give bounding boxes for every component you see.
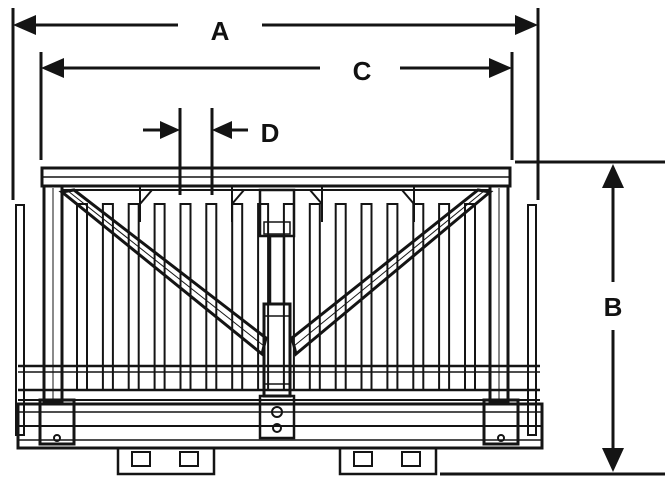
tine	[76, 203, 88, 391]
dimension-d: D	[143, 108, 279, 195]
header-gussets	[139, 186, 415, 222]
dimension-c-right-arrowhead	[489, 58, 512, 78]
bottom-left-bolt	[53, 434, 61, 442]
dimension-b: B	[440, 160, 665, 476]
tine	[231, 203, 244, 391]
tine	[386, 203, 399, 391]
dimension-a-left-arrowhead	[13, 15, 36, 35]
gusset-4	[401, 186, 415, 222]
dimension-b-bottom-arrowhead	[602, 448, 624, 472]
tine	[308, 203, 321, 391]
left-mount-bracket	[116, 446, 216, 476]
left-diagonal-brace	[58, 188, 268, 357]
dimension-a-label: A	[211, 16, 230, 46]
tine	[412, 203, 425, 391]
dimension-d-left-arrowhead	[160, 121, 180, 139]
dimension-b-top-arrowhead	[602, 164, 624, 188]
outer-left-post	[15, 204, 25, 436]
dimension-c: C	[39, 52, 514, 160]
cylinder-top-clevis	[263, 221, 291, 235]
tine	[179, 203, 192, 391]
outer-right-post	[527, 204, 537, 436]
cylinder-base-mount	[258, 394, 296, 440]
bottom-left-corner-block	[38, 398, 76, 446]
right-diagonal-brace	[290, 188, 494, 357]
gusset-3	[309, 186, 323, 222]
dimension-c-left-arrowhead	[41, 58, 64, 78]
dimension-d-label: D	[261, 118, 280, 148]
tine-group	[76, 203, 476, 391]
dimension-a: A	[11, 8, 540, 200]
dimension-b-label: B	[604, 292, 623, 322]
frame-left-upright	[42, 184, 64, 404]
frame-right-upright	[488, 184, 510, 404]
right-mount-bracket	[338, 446, 438, 476]
gusset-1	[139, 186, 153, 222]
bottom-right-corner-block	[482, 398, 520, 446]
dimension-d-right-arrowhead	[212, 121, 232, 139]
dimension-c-label: C	[353, 56, 372, 86]
tine	[153, 203, 166, 391]
gusset-2	[231, 186, 245, 222]
tine	[464, 203, 476, 391]
dimension-a-right-arrowhead	[515, 15, 538, 35]
right-diagonal-brace-center	[293, 190, 485, 347]
cylinder-rod	[268, 234, 286, 306]
left-diagonal-brace-center	[67, 190, 265, 347]
grapple-fork-body	[15, 166, 544, 476]
bottom-right-bolt	[497, 434, 505, 442]
cylinder-lower-pin	[272, 423, 282, 433]
